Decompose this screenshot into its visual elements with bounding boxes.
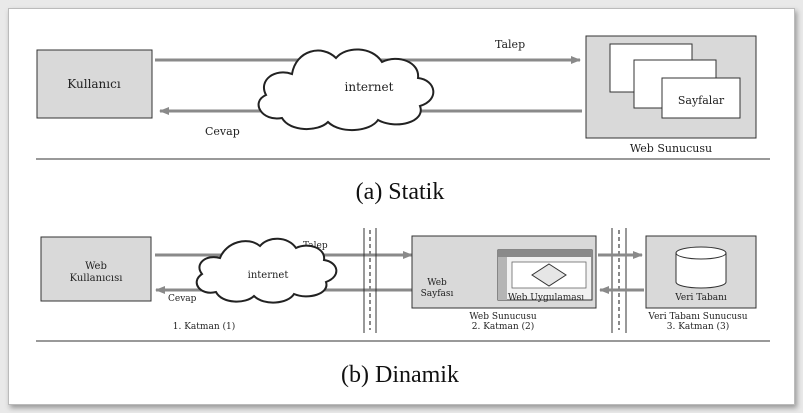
tier-separator-2 xyxy=(611,228,627,333)
dynamic-client-box xyxy=(40,236,152,302)
dynamic-client-label-1: Web xyxy=(85,261,107,272)
static-diagram: Kullanıcı Talep Cevap internet Sayfalar … xyxy=(36,35,770,205)
static-caption: (a) Statik xyxy=(356,179,445,205)
tier-separator-1 xyxy=(363,228,377,333)
tier2-label: 2. Katman (2) xyxy=(472,321,534,332)
static-internet-cloud xyxy=(257,48,435,131)
dynamic-diagram: Web Kullanıcısı Talep Cevap internet Web… xyxy=(36,228,770,388)
dynamic-client-label-2: Kullanıcısı xyxy=(70,273,123,284)
tier3-label: 3. Katman (3) xyxy=(667,321,729,332)
dynamic-request-label: Talep xyxy=(303,241,328,251)
static-request-label: Talep xyxy=(495,38,525,51)
static-internet-label: internet xyxy=(345,80,394,94)
dynamic-caption: (b) Dinamik xyxy=(341,362,459,388)
static-pages-label: Sayfalar xyxy=(678,94,725,107)
tier1-label: 1. Katman (1) xyxy=(173,321,235,332)
static-response-label: Cevap xyxy=(205,125,240,138)
database-label: Veri Tabanı xyxy=(674,293,727,303)
web-application-window xyxy=(497,249,593,301)
static-client-box xyxy=(36,49,153,119)
web-page-label-2: Sayfası xyxy=(421,289,454,299)
web-application-label: Web Uygulaması xyxy=(508,293,584,303)
dynamic-internet-cloud xyxy=(195,237,338,304)
dynamic-internet-label: internet xyxy=(248,270,289,281)
static-pages-box xyxy=(661,77,741,119)
dynamic-response-label: Cevap xyxy=(168,294,197,304)
static-server-label: Web Sunucusu xyxy=(630,142,712,155)
db-server-label: Veri Tabanı Sunucusu xyxy=(647,312,747,322)
database-cylinder-icon xyxy=(675,246,727,289)
dynamic-web-server-label: Web Sunucusu xyxy=(469,312,536,322)
web-page-label-1: Web xyxy=(427,278,447,288)
static-client-label: Kullanıcı xyxy=(67,77,121,91)
